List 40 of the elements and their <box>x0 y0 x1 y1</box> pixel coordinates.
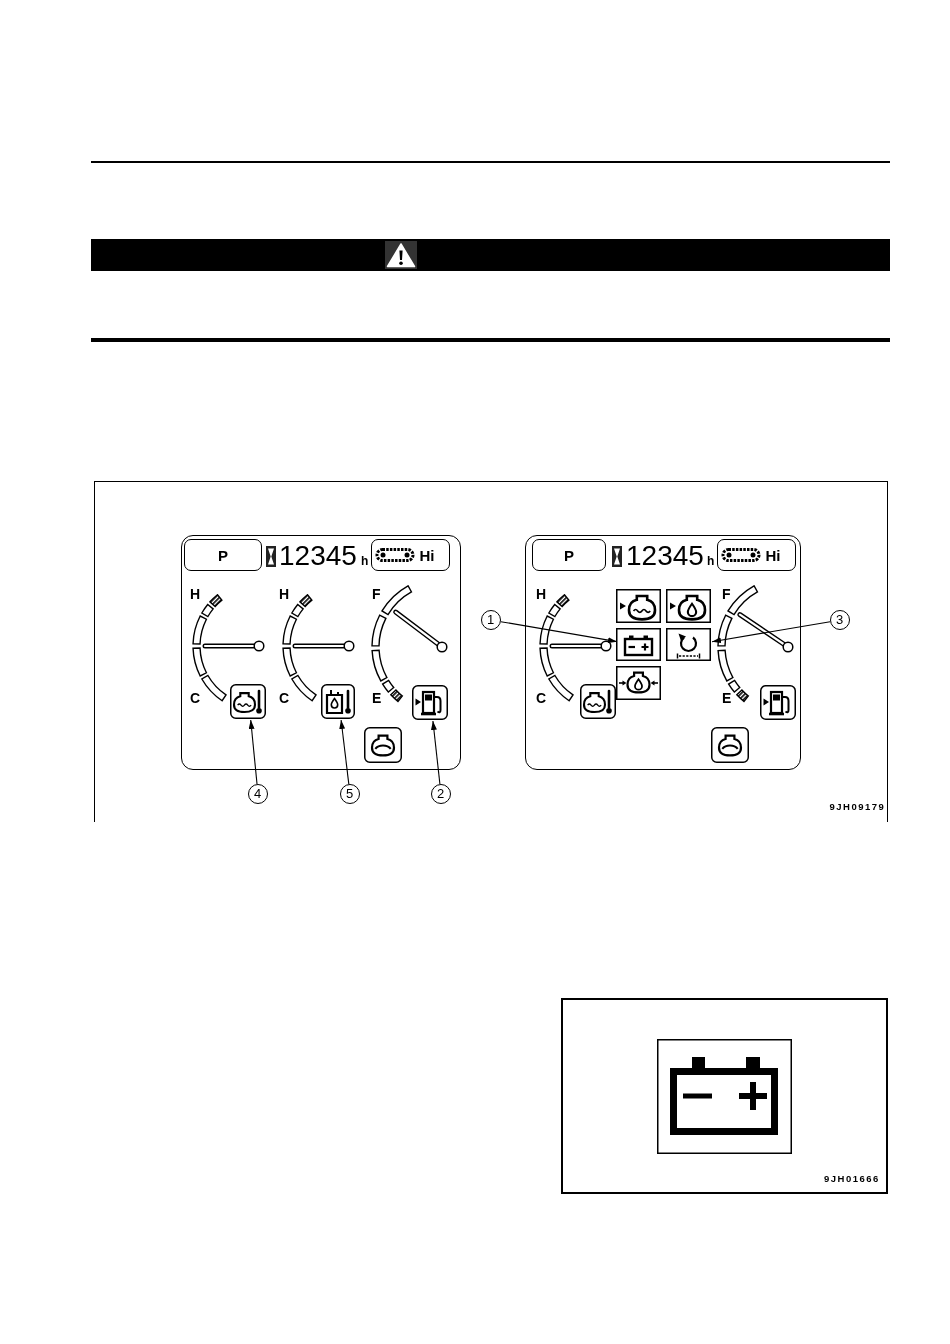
status-display <box>717 539 796 571</box>
leader-line <box>500 621 618 644</box>
figure-frame <box>561 998 888 1194</box>
gauge-letter: C <box>536 691 547 705</box>
leader-line <box>248 719 258 785</box>
callout-number: 5 <box>339 783 360 804</box>
figure-code: 9JH09179 <box>829 801 886 811</box>
leader-line <box>711 621 831 644</box>
mode-display: P <box>532 539 606 571</box>
status-display <box>371 539 450 571</box>
gauge-letter: C <box>190 691 201 705</box>
gauge-letter: C <box>279 691 290 705</box>
engine-thermometer-icon <box>230 684 266 719</box>
gauge-letter: F <box>372 587 381 601</box>
meter-reading: 12345 <box>626 542 704 570</box>
figure-code: 9JH01666 <box>824 1174 880 1184</box>
monitor-panel <box>524 534 801 770</box>
leader-line <box>339 719 350 785</box>
mode-display: P <box>184 539 262 571</box>
callout-number: 2 <box>430 783 451 804</box>
gauge-letter: H <box>536 587 547 601</box>
gauge-letter: E <box>372 691 382 705</box>
callout-number: 1 <box>480 609 501 630</box>
display-text: Hi <box>419 547 435 563</box>
leader-line <box>430 720 441 785</box>
unit-label: h <box>361 555 369 567</box>
unit-label: h <box>707 555 715 567</box>
gauge-letter: H <box>279 587 290 601</box>
gauge-letter: H <box>190 587 201 601</box>
figure-frame <box>94 481 888 822</box>
gauge-letter: F <box>722 587 731 601</box>
tank-thermometer-icon <box>321 684 355 719</box>
callout-number: 3 <box>829 609 850 630</box>
fuel-pump-icon <box>412 685 448 720</box>
battery-icon <box>616 628 661 661</box>
gauge-letter: E <box>722 691 732 705</box>
monitor-panel <box>180 534 461 770</box>
meter-reading: 12345 <box>279 542 357 570</box>
display-text: Hi <box>765 547 781 563</box>
callout-number: 4 <box>247 783 268 804</box>
